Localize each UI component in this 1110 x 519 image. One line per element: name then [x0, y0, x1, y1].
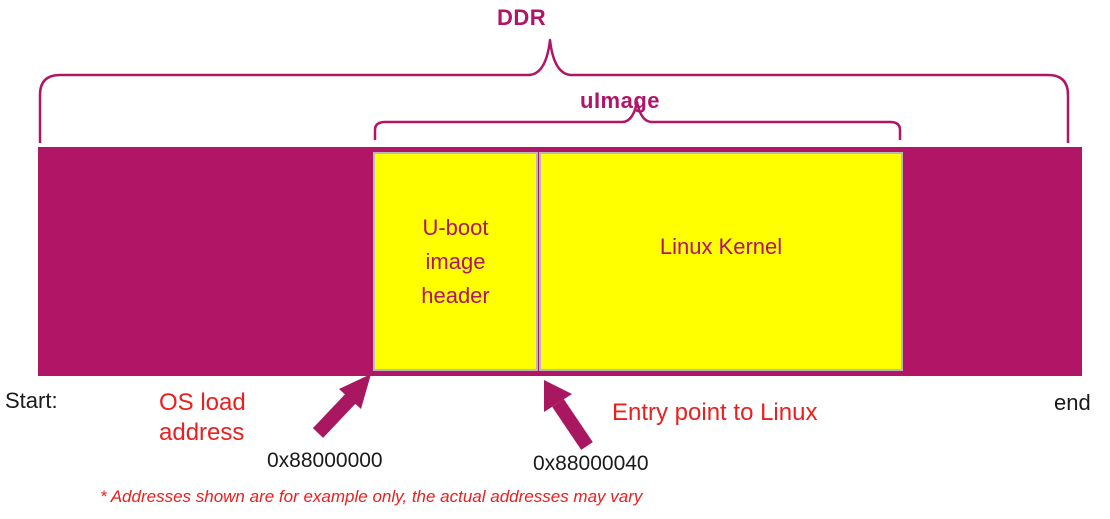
uboot-image-header-text: U-boot image header — [421, 211, 490, 313]
ddr-brace — [38, 38, 1070, 143]
entry-point-arrow — [544, 380, 593, 450]
linux-kernel-label: Linux Kernel — [659, 233, 783, 259]
uboot-image-header-block: U-boot image header — [373, 152, 538, 371]
addresses-disclaimer-note: * Addresses shown are for example only, … — [100, 487, 643, 506]
entry-point-label: Entry point to Linux — [612, 399, 818, 426]
uimage-label: uImage — [580, 88, 661, 113]
os-load-address-label: OS load address — [159, 388, 246, 448]
ddr-label: DDR — [497, 5, 547, 30]
entry-point-address-value: 0x88000040 — [533, 452, 649, 475]
os-load-address-value: 0x88000000 — [267, 449, 383, 472]
end-label: end — [1054, 390, 1091, 415]
header-line-3: header — [421, 282, 490, 308]
start-label: Start: — [5, 388, 58, 413]
os-load-line-2: address — [159, 419, 245, 446]
header-line-2: image — [425, 248, 486, 274]
os-load-line-1: OS load — [159, 389, 246, 416]
uimage-brace — [373, 100, 902, 140]
linux-kernel-block: Linux Kernel — [539, 152, 903, 371]
os-load-arrow — [312, 374, 371, 438]
header-line-1: U-boot — [422, 214, 489, 240]
